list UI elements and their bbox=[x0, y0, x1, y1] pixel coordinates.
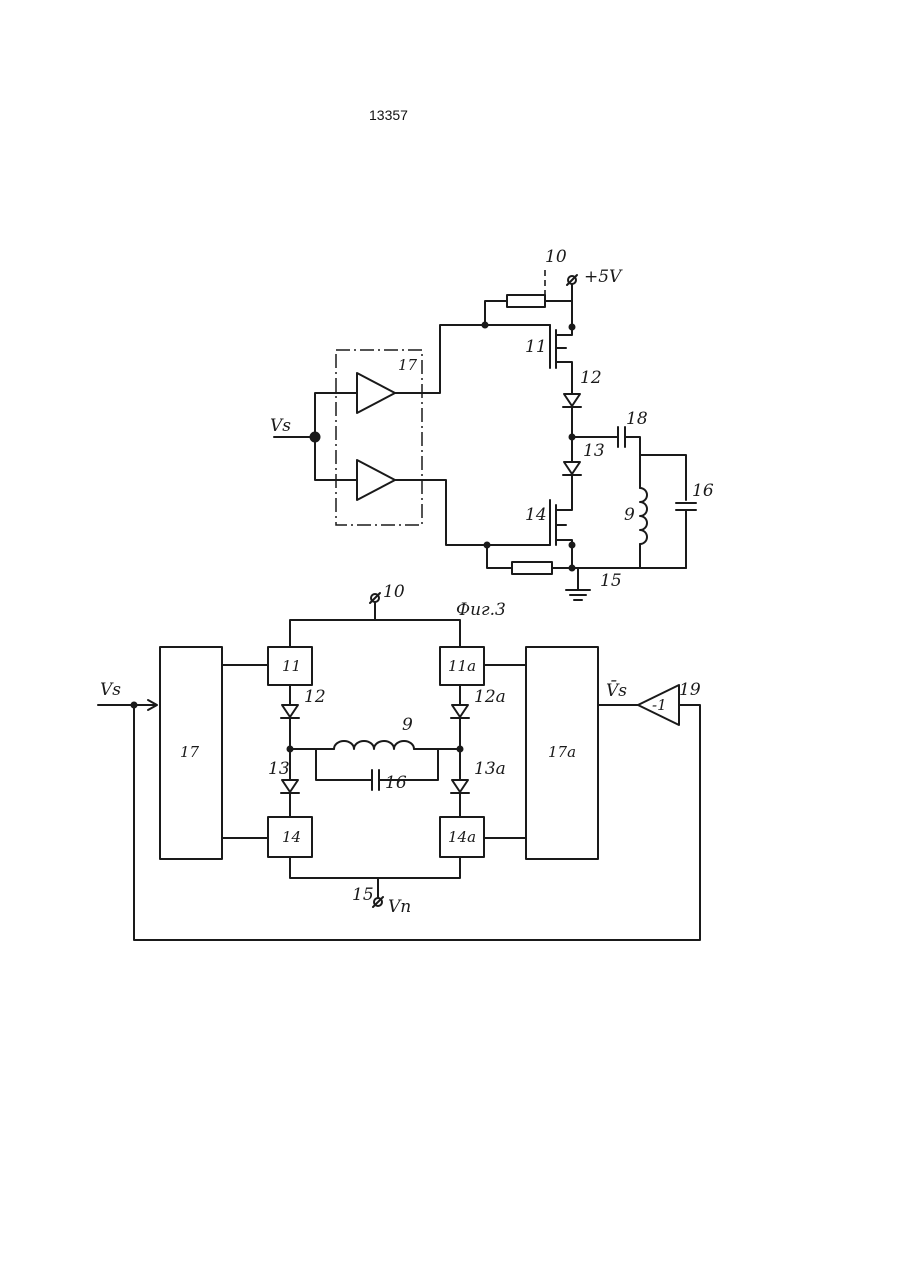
amplifier-upper bbox=[357, 373, 395, 413]
control-block-left-label: 17 bbox=[180, 743, 200, 761]
diode-12-label: 12 bbox=[304, 687, 326, 707]
inverter-ref-label: 19 bbox=[679, 680, 701, 700]
switch-11-label: 11 bbox=[282, 657, 301, 675]
capacitor-bottom-label: 16 bbox=[385, 773, 407, 793]
amplifier-lower bbox=[357, 460, 395, 500]
diode-lower-label: 13 bbox=[583, 441, 605, 461]
inductor bbox=[640, 488, 647, 544]
inverted-signal-label: V̄s bbox=[606, 679, 627, 701]
diode-12a-label: 12a bbox=[474, 687, 506, 707]
feedback-loop-wire bbox=[134, 705, 700, 940]
inductor-label: 9 bbox=[624, 505, 635, 525]
transistor-lower-label: 14 bbox=[525, 505, 547, 525]
amplifier-block-label: 17 bbox=[398, 356, 418, 374]
switch-14a-label: 14a bbox=[448, 828, 476, 846]
upper-drive-wire bbox=[395, 325, 550, 393]
diode-13a-label: 13a bbox=[474, 759, 506, 779]
input-signal-label: Vs bbox=[270, 416, 291, 436]
resistor-lower bbox=[512, 562, 552, 574]
diode-upper bbox=[564, 394, 580, 406]
amplifier-block-outline bbox=[336, 350, 422, 525]
inverter-gain-label: -1 bbox=[652, 696, 667, 714]
ground-node-label: 15 bbox=[600, 571, 622, 591]
bottom-figure: 10 17 17a 11 11a 14 14a 12 12a bbox=[98, 582, 701, 940]
switch-11a-label: 11a bbox=[448, 657, 476, 675]
ground-node-label-bottom: 15 bbox=[352, 885, 374, 905]
top-figure: 17 Vs 10 +5V 11 12 bbox=[270, 247, 714, 600]
diode-12 bbox=[282, 705, 298, 717]
supply-node-label: 10 bbox=[545, 247, 567, 267]
inductor-bottom-label: 9 bbox=[402, 715, 413, 735]
control-block-right-label: 17a bbox=[548, 743, 576, 761]
diode-upper-label: 12 bbox=[580, 368, 602, 388]
supply-node-label-bottom: 10 bbox=[383, 582, 405, 602]
diode-13-label: 13 bbox=[268, 759, 290, 779]
input-signal-label-bottom: Vs bbox=[100, 680, 121, 700]
resistor-upper bbox=[507, 295, 545, 307]
inductor-bottom bbox=[334, 741, 414, 749]
capacitor-coupling-label: 18 bbox=[626, 409, 648, 429]
supply-voltage-label: +5V bbox=[584, 267, 623, 287]
transistor-upper-label: 11 bbox=[525, 337, 547, 357]
diode-lower bbox=[564, 462, 580, 474]
capacitor-tank-label: 16 bbox=[692, 481, 714, 501]
ground-voltage-label: Vn bbox=[388, 897, 411, 917]
switch-14-label: 14 bbox=[282, 828, 301, 846]
figure-caption: Фиг.3 bbox=[456, 600, 506, 620]
diode-13a bbox=[452, 780, 468, 792]
diode-13 bbox=[282, 780, 298, 792]
diode-12a bbox=[452, 705, 468, 717]
